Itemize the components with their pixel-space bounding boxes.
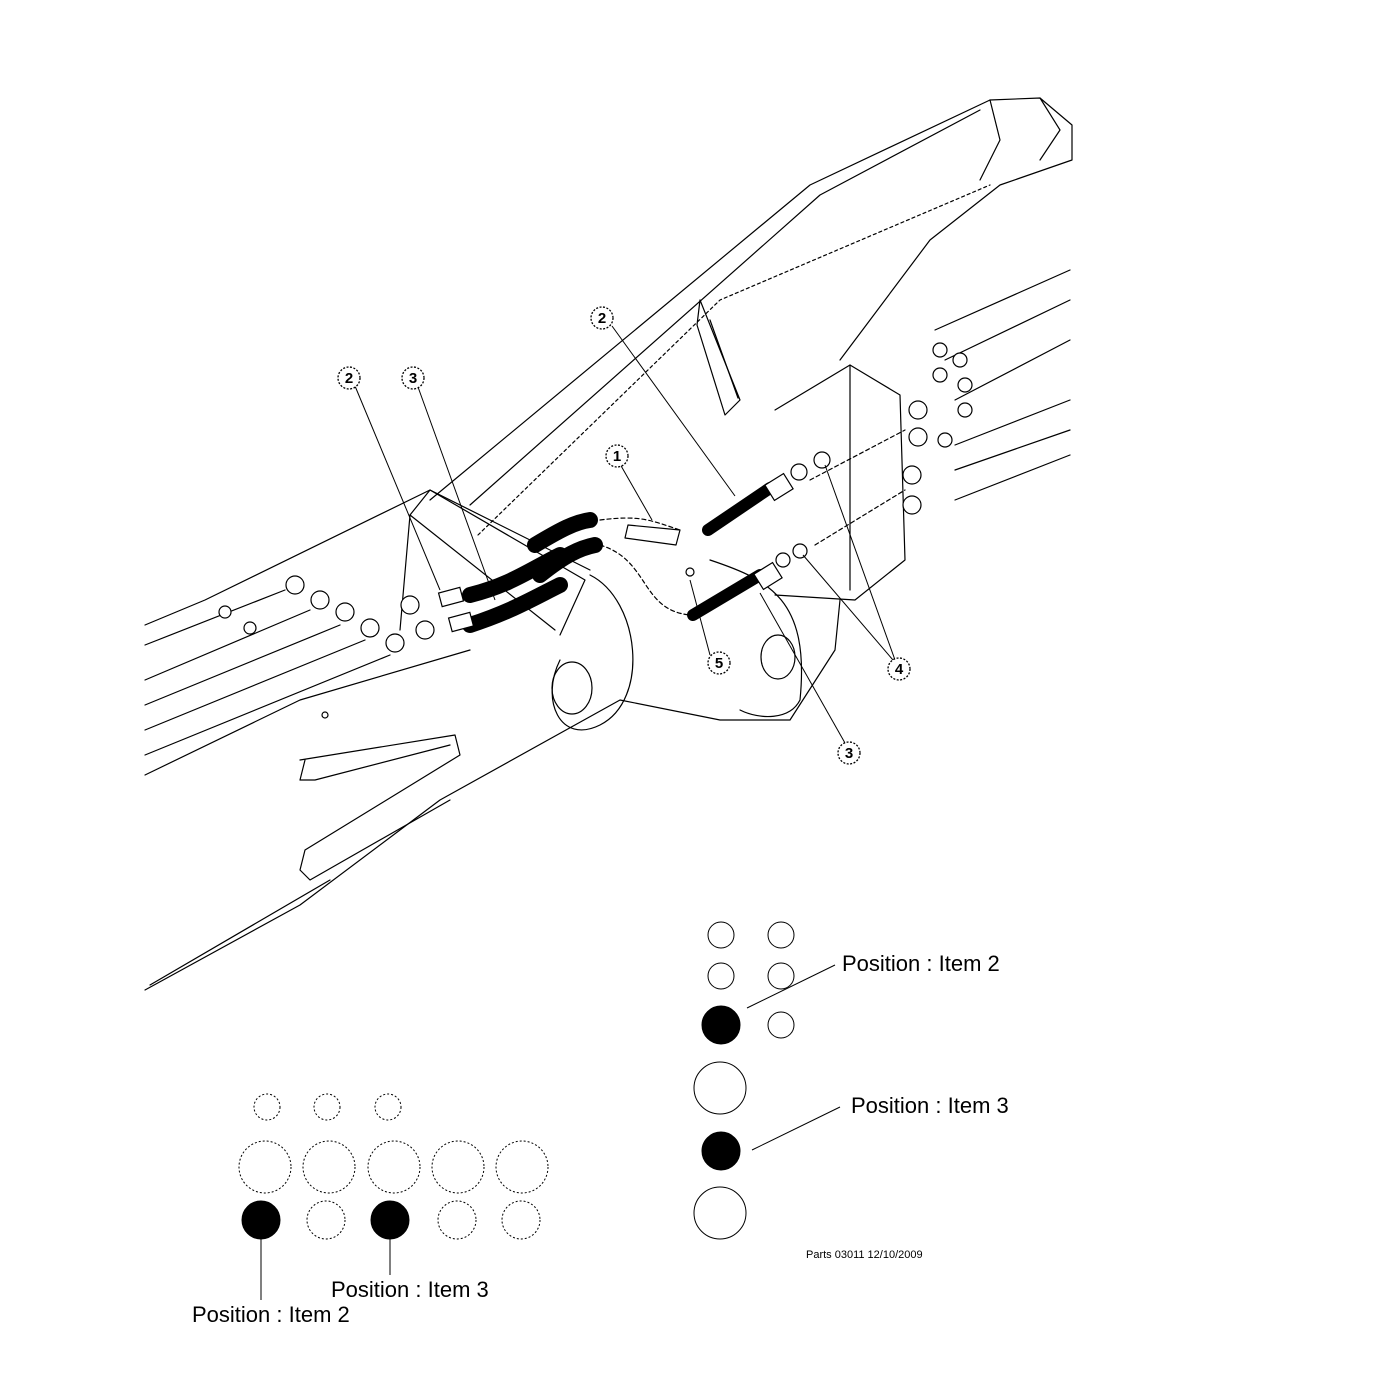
port-circle: [253, 1093, 281, 1121]
callout-5: 5: [707, 651, 731, 675]
position-item3-label-right: Position : Item 3: [851, 1093, 1009, 1118]
port-circle: [693, 1061, 747, 1115]
port-circle-filled-item3: [701, 1131, 741, 1171]
port-circle: [707, 921, 735, 949]
port-circle: [302, 1140, 356, 1194]
hoses: [462, 482, 776, 633]
callout-4: 4: [887, 657, 911, 681]
callout-1: 1: [605, 444, 629, 468]
port-circle: [693, 1186, 747, 1240]
callout-bubbles: 1 2 2 3 3 4 5: [337, 306, 911, 765]
port-circle: [238, 1140, 292, 1194]
callout-2-left-label: 2: [345, 370, 353, 387]
port-circle: [313, 1093, 341, 1121]
position-item2-label-left: Position : Item 2: [192, 1302, 350, 1327]
port-circle: [495, 1140, 549, 1194]
callout-3-lower-label: 3: [845, 745, 853, 762]
port-circle-filled-item2: [701, 1005, 741, 1045]
callout-3-left-label: 3: [409, 370, 417, 387]
port-circle: [437, 1200, 477, 1240]
port-circle: [767, 921, 795, 949]
port-circle: [367, 1140, 421, 1194]
port-circle: [374, 1093, 402, 1121]
port-position-legend-right: Position : Item 2 Position : Item 3: [693, 921, 1009, 1240]
fittings: [218, 342, 973, 719]
callout-3-lower: 3: [837, 741, 861, 765]
callout-2-upper: 2: [590, 306, 614, 330]
port-circle: [431, 1140, 485, 1194]
port-circle: [306, 1200, 346, 1240]
port-position-legend-left: Position : Item 3 Position : Item 2: [192, 1093, 549, 1327]
boom-arm-drawing: [144, 97, 1073, 991]
port-circle: [767, 1011, 795, 1039]
callout-3-left: 3: [401, 366, 425, 390]
callout-4-label: 4: [895, 661, 904, 678]
callout-1-label: 1: [613, 448, 621, 465]
position-item2-label-right: Position : Item 2: [842, 951, 1000, 976]
port-circle: [707, 962, 735, 990]
position-item3-label-left: Position : Item 3: [331, 1277, 489, 1302]
port-circle: [501, 1200, 541, 1240]
callout-5-label: 5: [715, 655, 723, 672]
leader-lines: [260, 325, 896, 1300]
callout-2-left: 2: [337, 366, 361, 390]
callout-2-upper-label: 2: [598, 310, 606, 327]
port-circle-filled-item3: [370, 1200, 410, 1240]
port-circle-filled-item2: [241, 1200, 281, 1240]
port-circle: [767, 962, 795, 990]
parts-reference-stamp: Parts 03011 12/10/2009: [806, 1249, 923, 1261]
